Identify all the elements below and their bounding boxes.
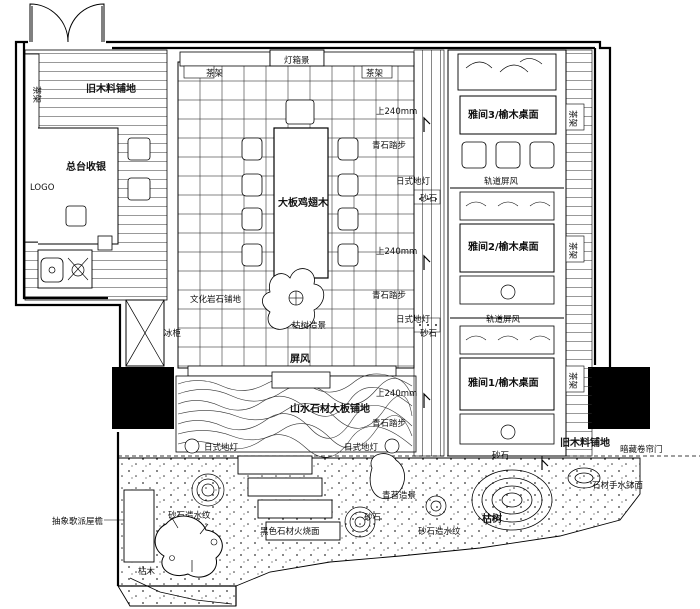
label-wall-dead-tree: 枯木 — [138, 566, 156, 577]
label-tea-rack-right2: 茶架 — [567, 242, 578, 260]
structural-column — [588, 367, 650, 429]
label-abstract-canopy: 抽象歌派屋檐 — [52, 516, 104, 527]
label-floor-lamp-1: 日式地灯 — [204, 442, 239, 453]
room-3-chairs — [461, 141, 555, 169]
label-old-wood-floor-left: 旧木料铺地 — [86, 82, 136, 95]
label-logo: LOGO — [30, 183, 55, 193]
label-stepping-stones-3: 青石踏步 — [372, 418, 406, 429]
label-gravel-4: 砂石 — [492, 450, 509, 461]
label-tea-rack-left: 茶架 — [31, 86, 42, 104]
label-up-240-2: 上240mm — [376, 247, 417, 257]
label-gravel-1: 砂石 — [420, 193, 437, 204]
label-screen: 屏风 — [289, 353, 310, 365]
dead-tree-2 — [471, 469, 553, 531]
room-1-table — [459, 357, 555, 411]
floor-lamp-icon — [500, 424, 516, 440]
tea-rack-top2 — [323, 51, 415, 67]
label-landscape-stone-floor: 山水石材大板铺地 — [290, 402, 370, 415]
label-up-240-3: 上240mm — [376, 389, 417, 399]
room-1-chairs-top — [459, 325, 555, 355]
room-3-sofa — [457, 53, 557, 91]
label-stepping-stones-2: 青石踏步 — [372, 290, 406, 301]
moss-landscape — [369, 453, 405, 500]
water-basin — [567, 467, 601, 489]
abstract-canopy — [123, 489, 155, 563]
label-main-table: 大板鸡翅木 — [278, 196, 329, 209]
room-3-table — [459, 95, 557, 135]
label-moss-landscape: 青苔造景 — [382, 490, 416, 501]
stepping-stone-corridor — [413, 49, 445, 457]
bar-stool — [127, 137, 151, 161]
corridor-gravel — [413, 317, 441, 333]
tea-rack-right — [565, 103, 585, 131]
drain-icon — [48, 266, 56, 274]
label-tea-rack-right1: 茶架 — [567, 110, 578, 128]
label-gravel-water-pattern-1: 砂石造水纹 — [168, 510, 211, 521]
label-stepping-stones-1: 青石踏步 — [372, 140, 406, 151]
label-floor-lamp-4: 日式地灯 — [396, 314, 431, 325]
label-private-room-1: 雅间1/榆木桌面 — [468, 376, 539, 389]
label-up-240-1: 上240mm — [376, 107, 417, 117]
label-culture-stone-floor: 文化岩石铺地 — [190, 294, 242, 305]
gravel-ripple — [191, 473, 447, 538]
label-gravel-2: 砂石 — [420, 328, 437, 339]
head-chair — [285, 99, 315, 125]
label-ice-cabinet: 冰柜 — [164, 328, 182, 339]
room-2-chairs-top — [459, 191, 555, 221]
sink-basin — [40, 257, 64, 283]
tea-rack-top1 — [179, 51, 271, 67]
tea-rack-right — [565, 365, 585, 393]
water-basin-box — [271, 371, 331, 389]
label-floor-lamp-2: 日式地灯 — [344, 442, 379, 453]
label-track-screen-1: 轨道屏风 — [484, 176, 519, 187]
label-dead-tree: 枯树造景 — [292, 320, 326, 331]
floor-lamp-icon — [500, 284, 516, 300]
stone-steps — [237, 455, 341, 541]
entrance-door[interactable] — [29, 3, 105, 43]
label-dead-tree-2: 枯树 — [482, 512, 502, 525]
main-table — [273, 127, 329, 279]
label-light-box: 灯箱景 — [284, 55, 310, 66]
label-private-room-2: 雅间2/榆木桌面 — [468, 240, 539, 253]
step-arrow-icon — [423, 116, 431, 408]
room-2-table — [459, 223, 555, 273]
label-hidden-roller-blind: 暗藏卷帘门 — [620, 444, 663, 455]
tea-rack-right — [565, 235, 585, 263]
label-tea-rack-top2: 茶架 — [366, 68, 384, 79]
chairs-left — [241, 137, 263, 267]
label-gravel-3: 砂石 — [364, 512, 381, 523]
label-tea-rack-right3: 茶架 — [567, 372, 578, 390]
label-reception: 总台收银 — [66, 160, 107, 173]
structural-column — [112, 367, 174, 429]
label-tea-rack-top1: 茶架 — [206, 68, 224, 79]
label-gravel-water-pattern-2: 砂石造水纹 — [418, 526, 461, 537]
courtyard-edge — [118, 585, 237, 606]
chairs-right — [337, 137, 359, 267]
desk-chair — [65, 205, 87, 227]
dead-tree-feature — [262, 268, 325, 330]
label-black-stone-firepit: 黑色石材火烧面 — [260, 526, 320, 537]
label-floor-lamp-3: 日式地灯 — [396, 176, 431, 187]
wall-dead-tree — [154, 515, 223, 578]
label-private-room-3: 雅间3/榆木桌面 — [468, 108, 539, 121]
corridor-gravel — [413, 189, 441, 205]
equipment-box — [97, 235, 113, 251]
label-old-wood-floor-right: 旧木料铺地 — [560, 436, 610, 449]
reception-counter — [38, 127, 119, 245]
bar-stool — [127, 177, 151, 201]
label-water-basin: 石材手水钵面 — [592, 480, 644, 491]
tea-rack-left — [24, 53, 40, 243]
dining-plate-icon — [71, 263, 85, 277]
label-track-screen-2: 轨道屏风 — [486, 314, 521, 325]
